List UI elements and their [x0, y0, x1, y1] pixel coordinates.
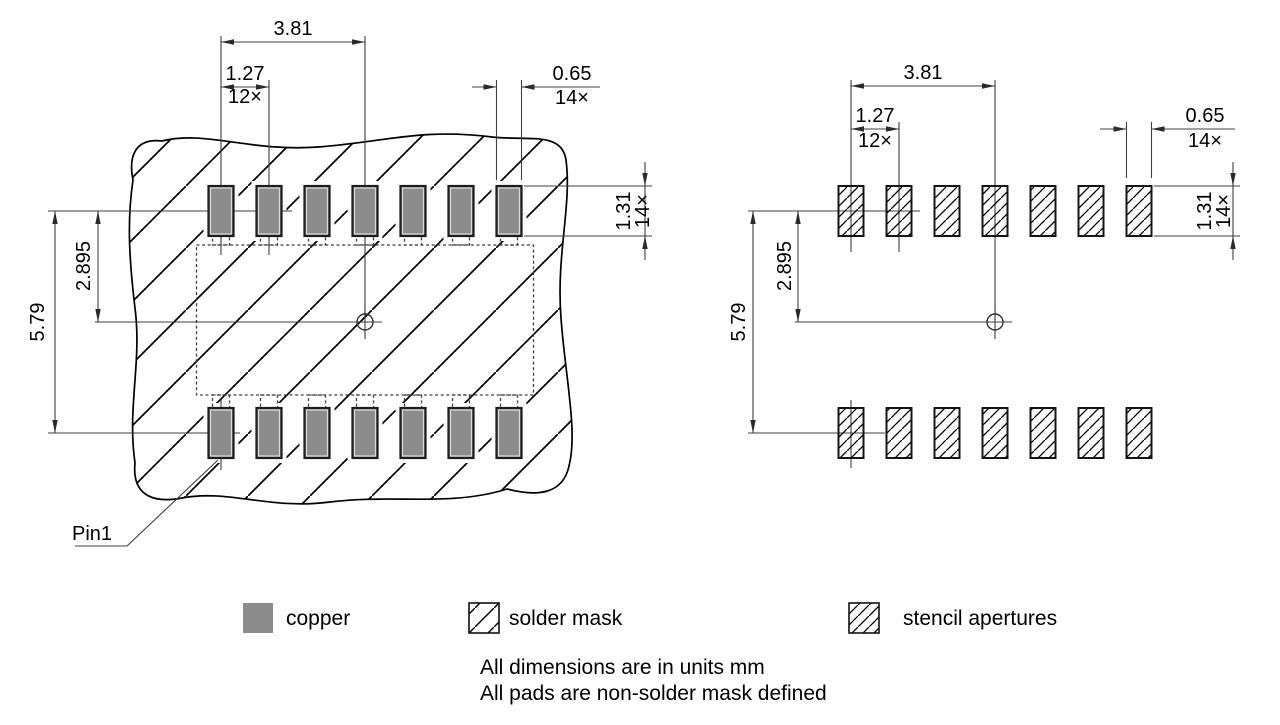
stencil-swatch [848, 602, 880, 634]
legend: copper solder mask stencil apertures [243, 602, 1057, 634]
copper-pad [351, 184, 379, 238]
solder-mask-swatch [468, 602, 500, 634]
copper-pad [399, 184, 427, 238]
stencil-aperture [1029, 185, 1057, 237]
dim-pad-height-right: 1.31 [1194, 192, 1216, 231]
copper-pad [207, 406, 235, 460]
dim-group-pitch-left: 3.81 [274, 18, 313, 40]
stencil-aperture [885, 185, 913, 237]
stencil-aperture [837, 407, 865, 459]
stencil-aperture [1125, 407, 1153, 459]
copper-pad [351, 406, 379, 460]
copper-pad [207, 184, 235, 238]
copper-pad [495, 406, 523, 460]
copper-pad [447, 184, 475, 238]
copper-pad [255, 184, 283, 238]
drawing-notes: All dimensions are in units mm All pads … [480, 656, 827, 705]
stencil-legend-label: stencil apertures [903, 607, 1057, 630]
dim-pad-height-left: 1.31 [613, 192, 635, 231]
copper-legend-label: copper [286, 607, 350, 630]
dim-pitch-count-left: 12× [228, 86, 262, 108]
dim-pitch-count-right: 12× [858, 130, 892, 152]
note-units: All dimensions are in units mm [480, 656, 765, 679]
dim-pad-width-count-left: 14× [555, 87, 589, 109]
dim-pad-width-left: 0.65 [553, 63, 592, 85]
copper-pad [447, 406, 475, 460]
dim-pad-height-count-right: 14× [1213, 194, 1235, 228]
stencil-aperture [1125, 185, 1153, 237]
copper-pad [495, 184, 523, 238]
dim-row-half-span-left: 2.895 [73, 241, 95, 291]
right-origin-marker [986, 313, 1004, 331]
dim-row-half-span-right: 2.895 [774, 241, 796, 291]
dim-pad-width-count-right: 14× [1188, 130, 1222, 152]
stencil-aperture [981, 185, 1009, 237]
stencil-aperture [933, 185, 961, 237]
left-dimension-arrows [52, 39, 648, 433]
stencil-aperture-pads [837, 185, 1153, 459]
dim-pitch-right: 1.27 [856, 105, 895, 127]
pin1-label: Pin1 [72, 523, 112, 545]
dim-row-span-right: 5.79 [728, 303, 750, 342]
stencil-aperture [885, 407, 913, 459]
copper-soldermask-figure: 3.81 1.27 12× 0.65 14× 1.31 14× 2.895 5.… [27, 18, 654, 547]
stencil-aperture [1029, 407, 1057, 459]
copper-pad [303, 184, 331, 238]
stencil-apertures-figure: 3.81 1.27 12× 0.65 14× 1.31 14× 2.895 5.… [728, 62, 1240, 468]
dim-pad-height-count-left: 14× [632, 194, 654, 228]
stencil-aperture [1077, 407, 1105, 459]
left-origin-marker [356, 313, 374, 331]
stencil-aperture [1077, 185, 1105, 237]
dim-row-span-left: 5.79 [27, 303, 49, 342]
copper-pad [399, 406, 427, 460]
note-nsmd: All pads are non-solder mask defined [480, 682, 827, 705]
right-dimension-arrows [750, 83, 1236, 433]
dim-group-pitch-right: 3.81 [904, 62, 943, 84]
solder-mask-legend-label: solder mask [509, 607, 623, 630]
stencil-aperture [933, 407, 961, 459]
stencil-aperture [837, 185, 865, 237]
dim-pad-width-right: 0.65 [1186, 105, 1225, 127]
copper-pads [207, 184, 523, 460]
copper-swatch [243, 603, 273, 633]
copper-pad [255, 406, 283, 460]
stencil-aperture [981, 407, 1009, 459]
dim-pitch-left: 1.27 [226, 63, 265, 85]
copper-pad [303, 406, 331, 460]
